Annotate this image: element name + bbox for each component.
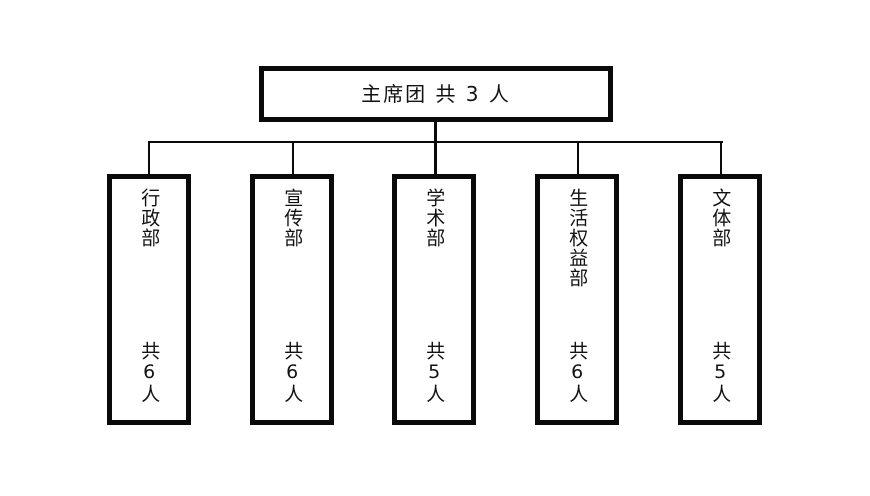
connector-drop-2: [292, 142, 294, 175]
org-node-department-5-count: 共5人: [709, 341, 732, 404]
org-node-department-2-name: 宣传部: [281, 188, 304, 248]
org-node-department-1-name: 行政部: [138, 188, 161, 248]
connector-drop-5: [720, 142, 722, 175]
org-node-department-1: 行政部 共6人: [107, 174, 191, 425]
connector-drop-3: [434, 142, 436, 175]
org-node-root-label: 主席团 共 3 人: [361, 82, 511, 106]
org-node-root: 主席团 共 3 人: [259, 66, 613, 122]
org-node-department-2-count: 共6人: [281, 341, 304, 404]
org-node-department-3-count: 共5人: [423, 341, 446, 404]
org-node-department-5-name: 文体部: [709, 188, 732, 248]
connector-drop-4: [577, 142, 579, 175]
org-node-department-4: 生活权益部 共6人: [535, 174, 619, 425]
org-node-department-1-count: 共6人: [138, 341, 161, 404]
org-node-department-4-name: 生活权益部: [566, 188, 589, 288]
org-node-department-2: 宣传部 共6人: [250, 174, 334, 425]
org-node-department-5: 文体部 共5人: [678, 174, 762, 425]
org-node-department-3: 学术部 共5人: [392, 174, 476, 425]
connector-drop-1: [148, 142, 150, 175]
org-node-department-3-name: 学术部: [423, 188, 446, 248]
org-node-department-4-count: 共6人: [566, 341, 589, 404]
